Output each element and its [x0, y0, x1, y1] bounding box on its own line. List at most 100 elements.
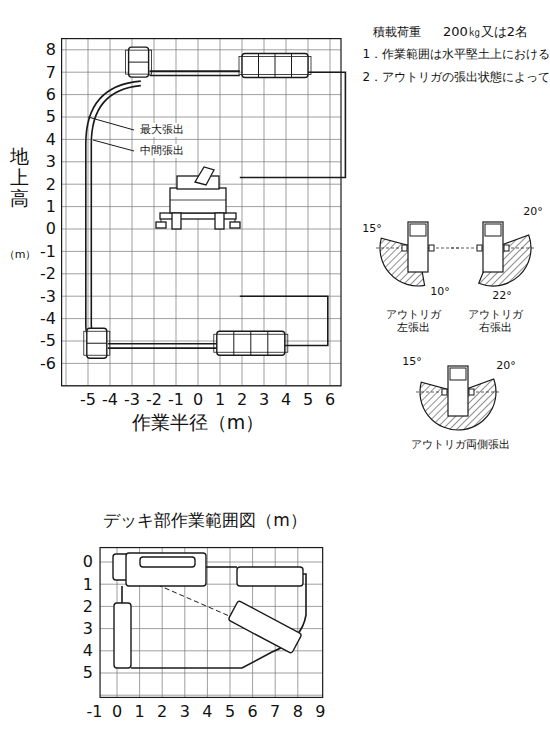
axis-title: 作業半径（m） [131, 411, 266, 434]
axis-tick: 0 [111, 702, 123, 721]
leader-line [88, 117, 134, 130]
envelope-label: 最大張出 [139, 123, 185, 136]
grid-border [100, 548, 323, 698]
outrigger-range-figure [376, 222, 460, 286]
angle-label: 15° [401, 355, 423, 368]
grid-line [62, 117, 341, 118]
axis-tick: 2 [156, 702, 168, 721]
axis-tick: 2 [82, 597, 94, 616]
truck-plan [483, 222, 503, 272]
axis-tick: 6 [45, 85, 57, 104]
leader-line [93, 140, 134, 151]
outrigger-pad [230, 222, 240, 228]
work-platform [126, 47, 152, 77]
grid-line [330, 39, 331, 386]
axis-tick: -3 [123, 390, 141, 409]
axis-tick: -5 [79, 390, 97, 409]
range-envelope [91, 86, 141, 337]
grid-line [62, 318, 341, 319]
platform-rail [140, 557, 195, 567]
chart-title: デッキ部作業範囲図（m） [102, 510, 308, 530]
axis-tick: 5 [82, 663, 94, 682]
work-platform [214, 331, 288, 355]
grid-line [100, 606, 323, 607]
axis-tick: 4 [82, 641, 94, 660]
truck-plan [408, 222, 428, 272]
deck-envelope [131, 574, 306, 668]
truck-cab-plan [450, 368, 466, 380]
grid-line [62, 161, 341, 162]
grid-border [62, 39, 341, 386]
axis-tick: 2 [236, 390, 248, 409]
axis-tick: 1 [82, 575, 94, 594]
platform-frame [239, 56, 311, 74]
axis-tick: 5 [302, 390, 314, 409]
axis-tick: 9 [314, 702, 326, 721]
platform-frame [84, 331, 110, 355]
axis-tick: -4 [101, 390, 119, 409]
platform-frame [214, 334, 288, 352]
angle-label: 22° [491, 289, 513, 302]
platform-rail [258, 53, 259, 77]
axis-tick: 3 [179, 702, 191, 721]
axis-tick: 7 [269, 702, 281, 721]
range-envelope [150, 75, 240, 77]
axis-tick: 1 [45, 197, 57, 216]
grid-line [62, 273, 341, 274]
grid-line [100, 695, 323, 696]
work-platform [239, 53, 311, 77]
note-text: 2．アウトリガの張出状態によって作業領域が異なります。アウトリガ張出状態と作業領… [363, 69, 548, 86]
platform-rail [275, 53, 276, 77]
axis-tick: 1 [214, 390, 226, 409]
grid-line [62, 363, 341, 364]
axis-tick: 4 [45, 130, 57, 149]
angle-label: 20° [522, 205, 544, 218]
grid-line [154, 39, 155, 386]
axis-tick: 5 [45, 107, 57, 126]
axis-tick: 3 [45, 152, 57, 171]
axis-tick: 3 [258, 390, 270, 409]
axis-tick: 6 [247, 702, 259, 721]
grid-line [62, 49, 341, 50]
outrigger-jack [161, 219, 162, 222]
outrigger-jack [235, 219, 236, 222]
axis-tick: 0 [45, 219, 57, 238]
axis-tick: -1 [85, 702, 103, 721]
axis-tick: 0 [82, 552, 94, 571]
axis-tick: 6 [324, 390, 336, 409]
axis-unit: （m） [3, 248, 38, 261]
range-envelope [240, 72, 346, 177]
note-text: 1．作業範囲は水平堅土上におけるものでブームのたわみは、含んでおりません。 [363, 46, 548, 63]
figure-caption: アウトリガ 左張出 [380, 308, 446, 334]
range-chart [62, 39, 346, 386]
platform-rail [267, 331, 268, 355]
work-platform [237, 567, 303, 586]
outrigger-pad [156, 222, 166, 228]
axis-tick: -4 [39, 309, 57, 328]
outrigger-pad [442, 389, 447, 395]
axis-tick: -1 [39, 242, 57, 261]
wheel [215, 213, 224, 229]
axis-tick: -2 [145, 390, 163, 409]
axis-tick: 0 [192, 390, 204, 409]
grid-line [62, 229, 341, 230]
grid-line [207, 548, 208, 698]
range-envelope [86, 81, 141, 341]
grid-line [230, 548, 231, 698]
axis-tick: 4 [201, 702, 213, 721]
axis-tick: 4 [280, 390, 292, 409]
figure-caption: アウトリガ 右張出 [462, 308, 528, 334]
platform-rail [87, 343, 107, 344]
platform-frame [126, 50, 152, 74]
axis-tick: 5 [224, 702, 236, 721]
range-envelope [150, 70, 240, 72]
axis-tick: 1 [134, 702, 146, 721]
outrigger-pad [429, 245, 434, 251]
body-line [170, 200, 226, 201]
range-envelope [108, 343, 220, 345]
deck-chart [100, 548, 323, 698]
outrigger-pad [477, 245, 482, 251]
outrigger-pad [402, 245, 407, 251]
work-platform [114, 603, 131, 668]
truck-cab-plan [485, 224, 501, 236]
